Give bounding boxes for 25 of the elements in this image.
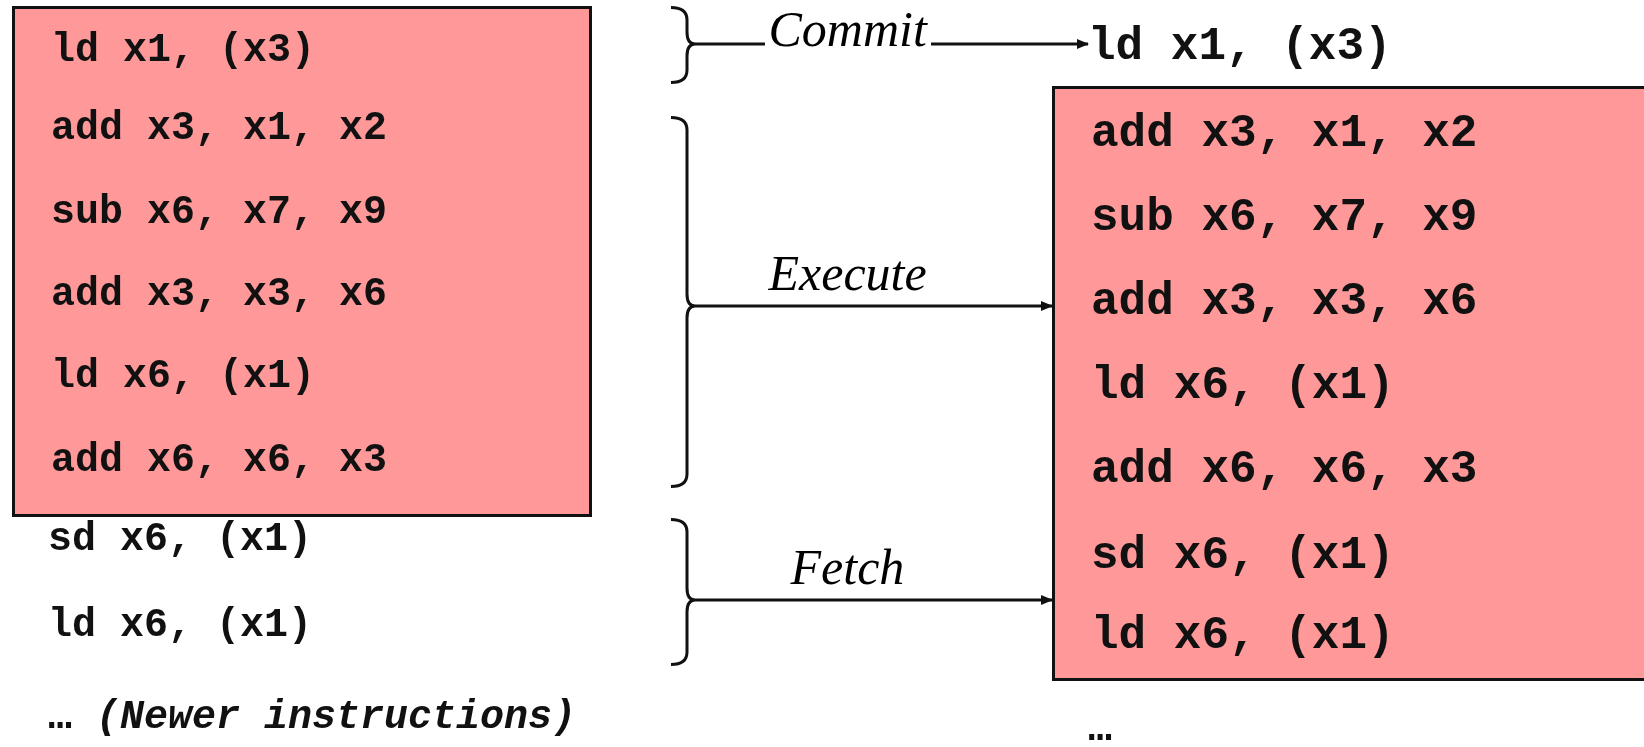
instruction-text: … bbox=[1088, 710, 1112, 747]
instruction-text: sub x6, x7, x9 bbox=[1091, 195, 1478, 241]
instruction-text: ld x6, (x1) bbox=[1091, 363, 1395, 409]
instruction-text: add x6, x6, x3 bbox=[1091, 447, 1478, 493]
curly-brace bbox=[671, 6, 695, 84]
instruction-text: ld x1, (x3) bbox=[51, 31, 316, 71]
instruction-window bbox=[1052, 86, 1644, 681]
instruction-text: add x3, x1, x2 bbox=[1091, 111, 1478, 157]
instruction-text: add x6, x6, x3 bbox=[51, 441, 388, 481]
instruction-text: sd x6, (x1) bbox=[48, 520, 313, 560]
instruction-text: … (Newer instructions) bbox=[48, 698, 577, 738]
instruction-text: ld x6, (x1) bbox=[51, 357, 316, 397]
curly-brace bbox=[671, 116, 695, 488]
instruction-window bbox=[12, 6, 592, 517]
instruction-text: ld x6, (x1) bbox=[48, 606, 313, 646]
arrow bbox=[695, 301, 1053, 311]
instruction-text: sub x6, x7, x9 bbox=[51, 193, 388, 233]
instruction-text: sd x6, (x1) bbox=[1091, 533, 1395, 579]
instruction-text: add x3, x1, x2 bbox=[51, 109, 388, 149]
instruction-text: add x3, x3, x6 bbox=[51, 275, 388, 315]
arrow bbox=[695, 595, 1053, 605]
instruction-text: ld x1, (x3) bbox=[1088, 24, 1392, 70]
curly-brace bbox=[671, 518, 695, 666]
instruction-text: add x3, x3, x6 bbox=[1091, 279, 1478, 325]
instruction-text: ld x6, (x1) bbox=[1091, 613, 1395, 659]
